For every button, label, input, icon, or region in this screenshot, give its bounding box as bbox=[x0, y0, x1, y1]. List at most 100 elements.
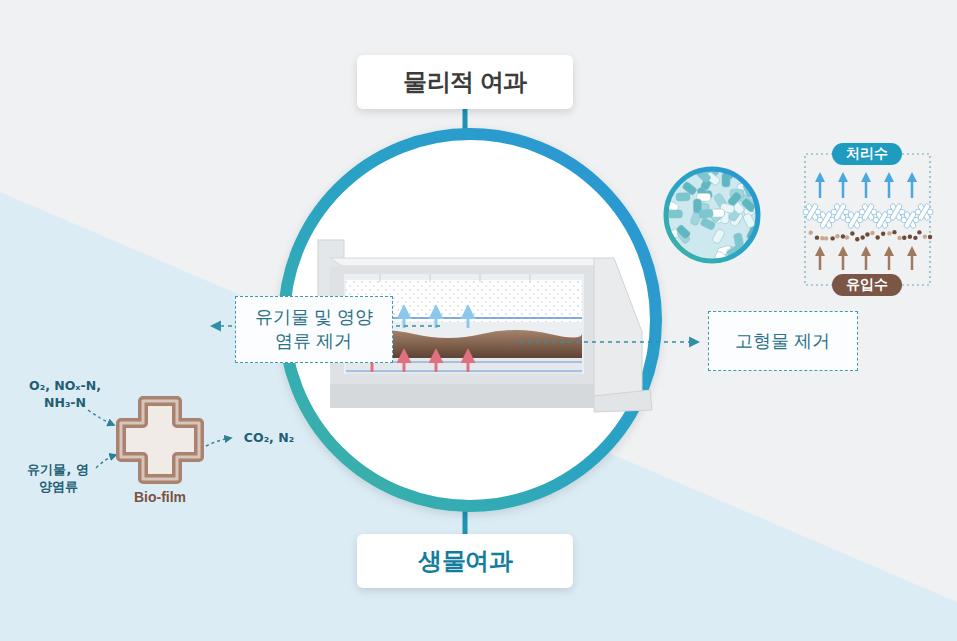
node-text: 유기물 및 영양염류 제거 bbox=[249, 305, 379, 354]
media-piece bbox=[742, 213, 755, 229]
tank-side bbox=[594, 258, 642, 408]
illustration-part bbox=[888, 176, 891, 198]
flow-arrow bbox=[96, 455, 116, 468]
flow-arrows bbox=[820, 250, 912, 270]
illustration-part bbox=[888, 250, 891, 270]
sludge-dot bbox=[855, 237, 859, 241]
sludge-dot bbox=[881, 231, 885, 235]
sludge-dot bbox=[809, 230, 813, 234]
media-piece bbox=[676, 193, 690, 202]
node-text: 고형물 제거 bbox=[735, 329, 830, 353]
illustration-part bbox=[819, 176, 822, 198]
media-piece bbox=[819, 211, 832, 229]
biofilm-shape: Bio-film bbox=[115, 395, 205, 485]
sludge-dot bbox=[887, 231, 891, 235]
sludge-dot bbox=[875, 235, 879, 239]
flow-arrow bbox=[88, 410, 114, 425]
illustration-part bbox=[435, 354, 438, 372]
sludge-dot bbox=[865, 232, 869, 236]
sludge-dot bbox=[902, 236, 906, 240]
tank-ribs bbox=[380, 274, 530, 282]
media-piece bbox=[676, 224, 692, 239]
media-piece bbox=[861, 203, 874, 221]
illustration-part bbox=[530, 274, 531, 282]
heading-box: 생물여과 bbox=[357, 534, 573, 588]
media-piece bbox=[668, 210, 682, 218]
sludge-dot bbox=[850, 231, 854, 235]
sludge-dot bbox=[892, 230, 896, 234]
sludge-dot bbox=[830, 236, 834, 240]
sludge-dot bbox=[815, 235, 819, 239]
outlet-pill: 처리수 bbox=[832, 143, 902, 165]
sludge-dot bbox=[917, 230, 921, 234]
node-text: 유입수 bbox=[846, 276, 888, 294]
media-piece bbox=[657, 247, 672, 263]
media-piece bbox=[847, 211, 860, 229]
media-piece bbox=[917, 203, 930, 221]
media-ring bbox=[666, 169, 758, 261]
sludge-dot bbox=[820, 236, 824, 240]
media-piece bbox=[847, 211, 860, 229]
media-piece bbox=[833, 203, 846, 221]
media-piece bbox=[699, 209, 714, 219]
illustration-part bbox=[911, 176, 914, 198]
illustration-part bbox=[480, 274, 481, 282]
callout-box: 고형물 제거 bbox=[708, 311, 858, 371]
sludge-dot bbox=[824, 236, 828, 240]
media-piece bbox=[889, 203, 902, 221]
media-piece bbox=[665, 159, 677, 175]
media-piece bbox=[903, 211, 916, 229]
sludge-dot bbox=[928, 235, 932, 239]
illustration-part bbox=[430, 274, 431, 282]
tank-base bbox=[330, 384, 594, 408]
media-piece bbox=[889, 203, 902, 221]
sludge-dot bbox=[870, 231, 874, 235]
biofilm-cross bbox=[115, 395, 205, 485]
illustration-part bbox=[467, 310, 470, 328]
pipe-line bbox=[346, 370, 582, 371]
sludge-dot bbox=[845, 235, 849, 239]
media-piece bbox=[733, 233, 744, 248]
sludge-dot bbox=[897, 236, 901, 240]
media-piece bbox=[805, 203, 818, 221]
flow-arrow bbox=[206, 438, 231, 446]
media-piece bbox=[748, 162, 764, 177]
media-piece bbox=[861, 203, 874, 221]
tank-foot bbox=[594, 390, 652, 412]
node-text: 물리적 여과 bbox=[403, 66, 527, 98]
illustration-part bbox=[865, 176, 868, 198]
media-piece bbox=[805, 203, 818, 221]
inlet-pill: 유입수 bbox=[832, 274, 902, 296]
sludge-dot bbox=[841, 234, 845, 238]
media-piece bbox=[722, 173, 730, 187]
chemical-label: 유기물, 영양염류 bbox=[22, 462, 94, 496]
illustration-part bbox=[911, 250, 914, 270]
media-piece bbox=[917, 203, 930, 221]
media-piece bbox=[745, 164, 758, 180]
illustration-part bbox=[842, 250, 845, 270]
media-piece bbox=[915, 203, 933, 221]
node-text: 처리수 bbox=[846, 145, 888, 163]
heading-box: 물리적 여과 bbox=[357, 55, 573, 109]
illustration-part bbox=[842, 176, 845, 198]
illustration-part bbox=[865, 250, 868, 270]
media-piece bbox=[712, 228, 726, 244]
media-photo bbox=[657, 159, 767, 267]
chemical-label: O₂, NOₓ-N, NH₃-N bbox=[22, 378, 108, 412]
media-piece bbox=[903, 211, 916, 229]
leader-arrow bbox=[520, 341, 698, 343]
bracket-line bbox=[805, 154, 838, 285]
biofilm-cross bbox=[121, 401, 199, 479]
sludge-dot bbox=[913, 236, 917, 240]
illustration-part bbox=[819, 250, 822, 270]
node-text: 생물여과 bbox=[418, 545, 512, 577]
tank-top bbox=[330, 258, 606, 266]
media-piece bbox=[833, 203, 846, 221]
illustration-part bbox=[403, 354, 406, 372]
media-piece bbox=[875, 211, 888, 229]
illustration-part bbox=[467, 354, 470, 372]
sludge-dot bbox=[908, 235, 912, 239]
